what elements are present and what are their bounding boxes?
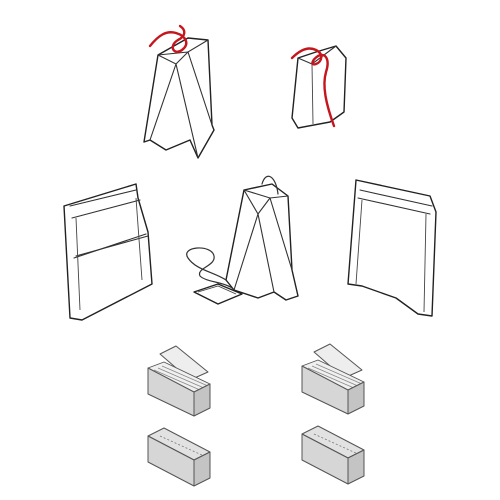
pyramid-bag-center xyxy=(225,183,299,301)
closed-box-left xyxy=(147,427,211,487)
center-string xyxy=(186,175,279,289)
sachet-body xyxy=(291,45,347,129)
open-box-right xyxy=(301,343,365,415)
closed-box-right xyxy=(301,425,365,485)
sachet-red-string xyxy=(290,47,336,128)
pyramid-bag-body xyxy=(143,37,215,159)
open-box-left xyxy=(147,345,211,417)
red-string xyxy=(148,24,188,54)
tea-tag xyxy=(193,283,243,305)
